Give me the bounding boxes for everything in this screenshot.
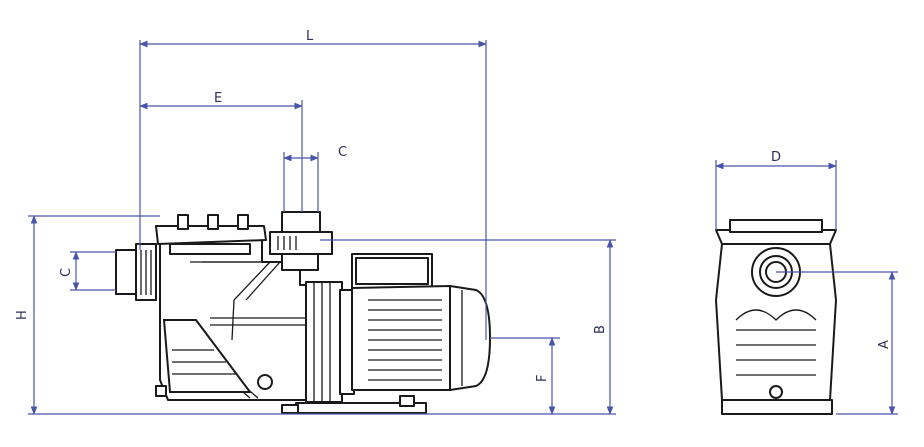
dim-C-top-label: C (338, 145, 347, 160)
dim-C-left-label: C (59, 268, 74, 277)
seal-flange (305, 281, 343, 403)
front-base (721, 399, 833, 415)
fan-cover (449, 285, 491, 391)
dim-F-label: F (535, 375, 550, 382)
dim-H-label: H (15, 310, 30, 320)
dim-A-label: A (877, 340, 892, 349)
pump-front-view (715, 219, 837, 415)
strainer-lid (155, 225, 267, 245)
dim-B-label: B (593, 325, 608, 334)
dim-D-label: D (771, 150, 781, 165)
inlet-union (115, 249, 139, 295)
front-body (715, 243, 837, 401)
motor-body (351, 285, 451, 391)
outlet-union (281, 211, 321, 235)
dim-L-label: L (306, 29, 314, 44)
drain-plug (257, 374, 273, 390)
pump-side-view (115, 211, 491, 414)
dim-E-label: E (214, 91, 222, 106)
